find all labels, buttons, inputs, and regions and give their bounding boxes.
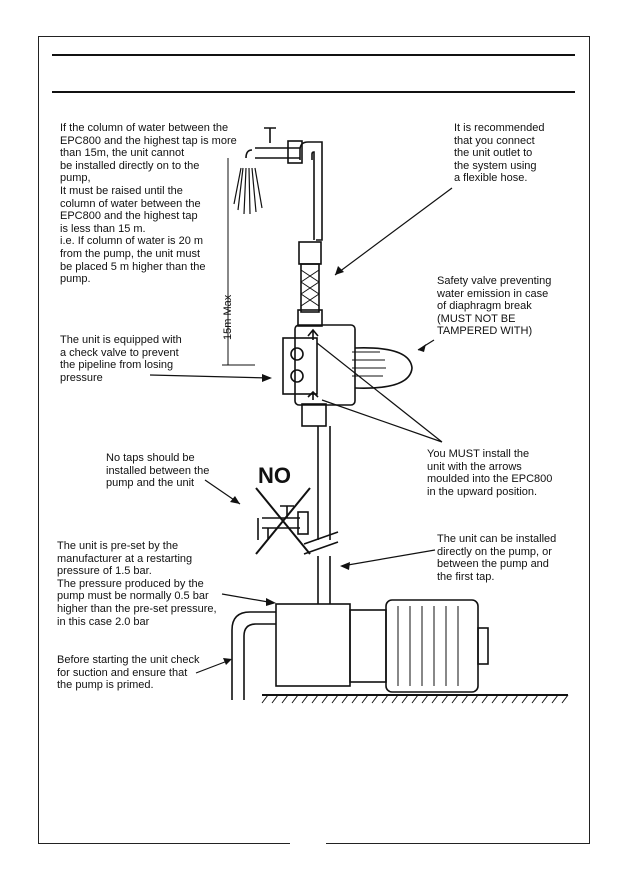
- callout-preset-note: The unit is pre-set by the manufacturer …: [57, 540, 217, 628]
- riser-pipe-top: [299, 141, 323, 241]
- motor-body: [385, 599, 479, 693]
- callout-priming-note: Before starting the unit check for sucti…: [57, 654, 200, 692]
- hose-union-top: [298, 241, 322, 265]
- hose-union-bottom: [301, 403, 327, 427]
- pressure-gauge-lower: [290, 369, 304, 383]
- leader-preset: [221, 593, 275, 604]
- top-tap-handle: [264, 127, 276, 143]
- header-rule-bottom: [52, 91, 575, 93]
- leader-check-valve: [149, 374, 271, 379]
- arrow-marking-top: [307, 328, 319, 340]
- epc800-unit-body: [282, 337, 318, 395]
- callout-check-valve: The unit is equipped with a check valve …: [60, 334, 182, 384]
- top-tap-spout: [255, 147, 300, 159]
- callout-column-note: If the column of water between the EPC80…: [60, 122, 237, 286]
- callout-direct-install: The unit can be installed directly on th…: [437, 533, 557, 583]
- pump-housing: [275, 603, 351, 687]
- height-label: 15m Max: [222, 294, 234, 340]
- arrow-marking-bottom: [307, 390, 319, 400]
- pipe-break: [303, 531, 339, 555]
- epc800-cable-outlet: [354, 347, 413, 389]
- pump-coupling: [349, 609, 387, 683]
- riser-pipe-lower: [317, 426, 331, 540]
- callout-arrows-note: You MUST install the unit with the arrow…: [427, 448, 553, 498]
- leader-direct-install: [341, 549, 436, 567]
- water-spray: [233, 167, 263, 215]
- height-dimension-line: [222, 158, 255, 366]
- callout-outlet-note: It is recommended that you connect the u…: [454, 122, 545, 185]
- no-label: NO: [258, 463, 291, 488]
- forbidden-cross: [255, 487, 311, 555]
- forbidden-tap: [257, 517, 300, 540]
- pressure-gauge-upper: [290, 347, 304, 361]
- callout-safety-valve: Safety valve preventing water emission i…: [437, 275, 552, 338]
- leader-priming: [195, 659, 231, 674]
- leader-outlet: [334, 187, 453, 276]
- leader-arrows: [316, 342, 443, 443]
- header-rule-top: [52, 54, 575, 56]
- top-tap-body: [287, 140, 303, 164]
- suction-pipe: [231, 611, 276, 700]
- flexible-hose: [300, 263, 320, 313]
- callout-no-taps: No taps should be installed between the …: [106, 452, 210, 490]
- page-number-gap: [290, 839, 326, 849]
